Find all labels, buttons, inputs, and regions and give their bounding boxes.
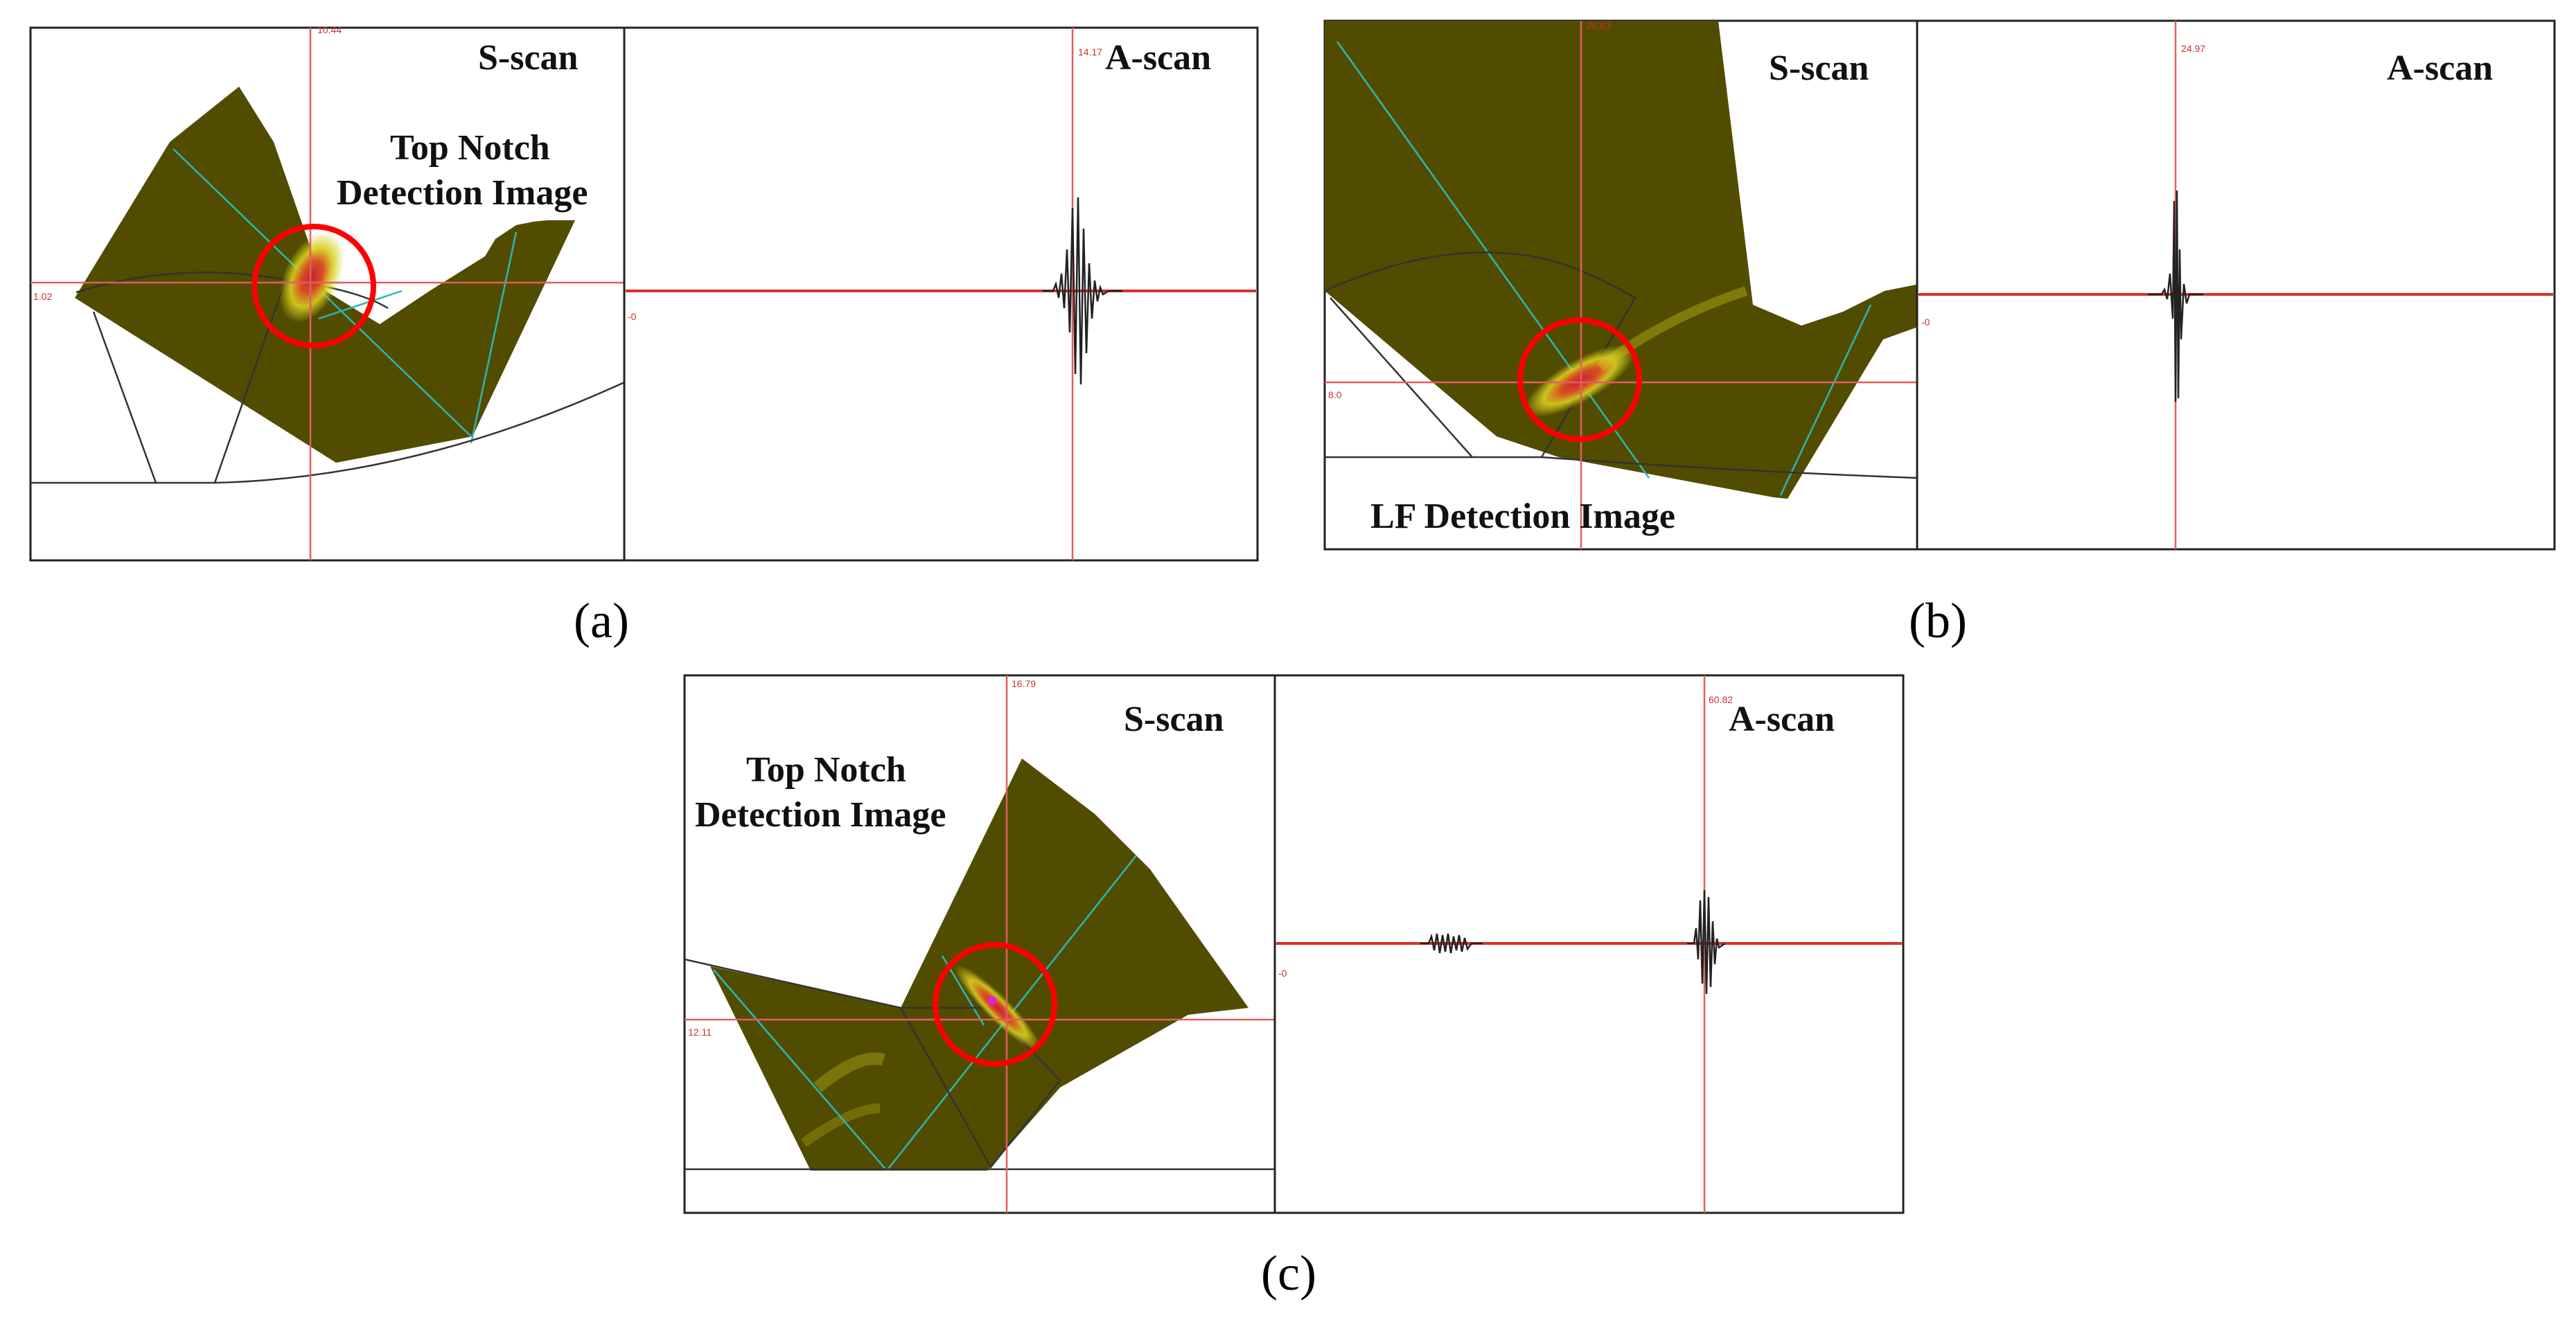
sscan-cursor-readout: 26.63 xyxy=(1587,20,1611,31)
panel-b: 26.63 8.0 S-scan LF Detection Image 24.9… xyxy=(1323,19,2556,648)
ascan-view-a: 14.17 -0 A-scan xyxy=(623,26,1259,562)
indication-hotspot xyxy=(1524,345,1635,417)
indication-trail xyxy=(800,1103,881,1147)
detection-image-label: Detection Image xyxy=(695,795,946,835)
ascan-frame xyxy=(1916,19,2556,551)
detection-image-label: LF Detection Image xyxy=(1370,497,1675,536)
sscan-label: S-scan xyxy=(1769,48,1869,88)
ascan-cursor-readout: 14.17 xyxy=(1078,46,1102,57)
ascan-view-c: 60.82 -0 A-scan xyxy=(1273,674,1905,1214)
beam-line xyxy=(470,231,518,444)
ascan-baseline-readout: -0 xyxy=(1921,317,1930,328)
beam-line xyxy=(1779,304,1872,496)
ascan-baseline-readout: -0 xyxy=(1278,968,1287,979)
panel-caption: (b) xyxy=(1909,593,1967,648)
sscan-view-a: 10.44 1.02 S-scan Top Notch Detection Im… xyxy=(29,24,626,562)
ascan-label: A-scan xyxy=(1729,700,1835,739)
part-geometry xyxy=(1325,251,1636,299)
detection-image-label: Top Notch xyxy=(390,128,550,168)
panel-caption: (c) xyxy=(1261,1245,1316,1301)
panel-c: 16.79 12.11 S-scan Top Notch Detection I… xyxy=(683,674,1905,1301)
ascan-echo xyxy=(1043,197,1122,385)
ascan-echo xyxy=(2148,190,2203,402)
detection-marker-circle xyxy=(252,224,376,348)
ascan-cursor-readout: 60.82 xyxy=(1709,694,1733,705)
ascan-label: A-scan xyxy=(2387,48,2493,88)
sscan-fan-image xyxy=(710,758,1249,1171)
beam-line xyxy=(1336,41,1650,479)
detection-marker-circle xyxy=(933,942,1057,1067)
sscan-depth-readout: 1.02 xyxy=(33,291,52,302)
detection-marker-circle xyxy=(1517,317,1642,442)
indication-hotspot xyxy=(279,231,344,323)
indication-hotspot xyxy=(955,965,1041,1051)
sscan-cursor-readout: 16.79 xyxy=(1012,678,1036,689)
panel-caption: (a) xyxy=(574,593,629,648)
sscan-fan-image xyxy=(1325,21,1917,499)
sscan-label: S-scan xyxy=(478,38,579,78)
part-geometry xyxy=(30,381,624,484)
ascan-label: A-scan xyxy=(1105,38,1211,78)
indication-trail xyxy=(1597,286,1748,371)
panel-a: 10.44 1.02 S-scan Top Notch Detection Im… xyxy=(29,24,1259,648)
part-geometry xyxy=(899,1007,1061,1169)
ascan-echo xyxy=(1420,933,1483,954)
ascan-baseline-readout: -0 xyxy=(628,311,637,322)
beam-line xyxy=(318,290,403,320)
ascan-frame xyxy=(623,26,1259,562)
detection-image-label: Detection Image xyxy=(337,173,588,213)
sscan-cursor-readout: 10.44 xyxy=(317,24,342,35)
sscan-depth-readout: 12.11 xyxy=(688,1027,712,1038)
detection-image-label: Top Notch xyxy=(746,750,906,790)
ascan-cursor-readout: 24.97 xyxy=(2181,43,2205,54)
ascan-echo xyxy=(1687,889,1726,995)
sscan-view-c: 16.79 12.11 S-scan Top Notch Detection I… xyxy=(683,674,1276,1214)
part-geometry xyxy=(92,283,285,483)
sscan-label: S-scan xyxy=(1124,700,1224,739)
sscan-view-b: 26.63 8.0 S-scan LF Detection Image xyxy=(1323,19,1918,551)
sscan-depth-readout: 8.0 xyxy=(1328,389,1342,400)
part-geometry xyxy=(76,272,389,310)
beam-line xyxy=(713,969,888,1171)
ascan-view-b: 24.97 -0 A-scan xyxy=(1916,19,2556,551)
indication-peak xyxy=(988,997,996,1005)
sscan-fan-image xyxy=(75,87,575,463)
indication-trail xyxy=(813,1052,885,1092)
